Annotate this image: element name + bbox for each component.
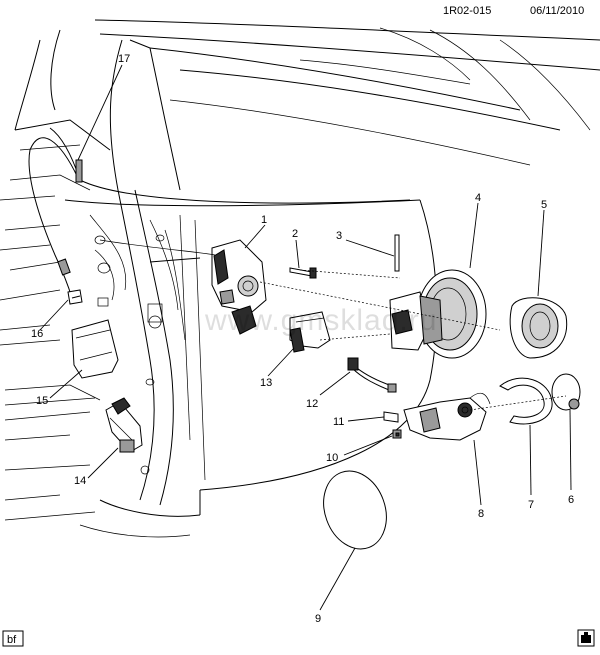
callout-7: 7 xyxy=(528,499,534,511)
callout-11: 11 xyxy=(333,416,344,428)
part-6-cap xyxy=(551,373,581,411)
callout-13: 13 xyxy=(260,377,272,389)
part-17-release-cable xyxy=(28,127,411,299)
callout-5: 5 xyxy=(541,199,547,211)
part-9-fuel-door xyxy=(323,470,387,550)
part-16-clip xyxy=(67,289,83,305)
diagram-date: 06/11/2010 xyxy=(530,5,584,17)
part-11-fastener xyxy=(383,411,399,423)
part-5-bezel xyxy=(509,297,568,359)
part-15-cover xyxy=(71,319,119,379)
vehicle-body-outline xyxy=(0,19,600,538)
callout-10: 10 xyxy=(326,452,338,464)
corner-code-box: bf xyxy=(2,630,24,647)
callout-8: 8 xyxy=(478,508,484,520)
watermark: www.gmsklad.ru xyxy=(204,304,437,337)
part-13-bracket xyxy=(289,311,331,353)
callout-1: 1 xyxy=(261,214,267,226)
camera-icon xyxy=(577,629,595,647)
callout-2: 2 xyxy=(292,228,298,240)
callout-leaders xyxy=(39,64,572,611)
callout-12: 12 xyxy=(306,398,318,410)
diagram-id: 1R02-015 xyxy=(443,5,491,17)
callout-14: 14 xyxy=(74,475,86,487)
explode-centerlines xyxy=(259,269,567,411)
part-3-pin xyxy=(394,234,400,272)
callout-3: 3 xyxy=(336,230,342,242)
callout-9: 9 xyxy=(315,613,321,625)
part-2-bolt xyxy=(289,267,317,279)
callout-15: 15 xyxy=(36,395,48,407)
callout-4: 4 xyxy=(475,192,481,204)
corner-code: bf xyxy=(7,634,17,646)
part-12-wiring xyxy=(347,357,397,393)
part-7-gasket xyxy=(499,377,553,425)
part-8-hinge xyxy=(403,392,491,441)
part-14-actuator xyxy=(105,397,143,453)
callout-numbers: 1 2 3 4 5 6 7 8 9 10 11 12 13 14 15 16 1… xyxy=(31,53,574,625)
callout-17: 17 xyxy=(118,53,130,65)
callout-16: 16 xyxy=(31,328,43,340)
callout-6: 6 xyxy=(568,494,574,506)
part-4-fuel-housing xyxy=(389,269,487,359)
part-10-fastener xyxy=(392,429,402,439)
part-1-lock-housing xyxy=(99,239,267,335)
